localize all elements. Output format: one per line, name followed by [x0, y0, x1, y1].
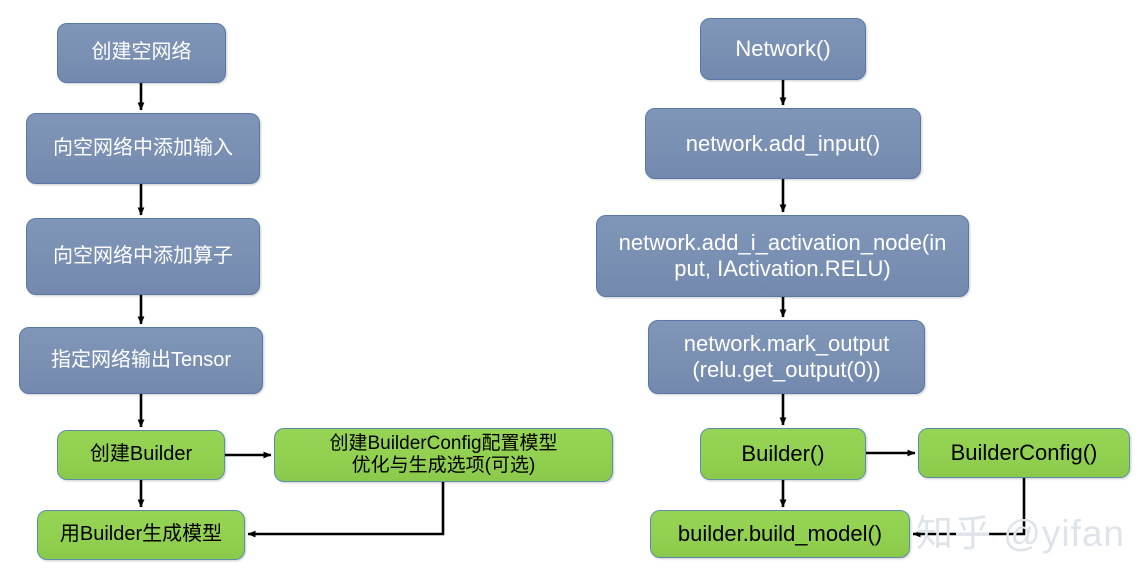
node-add-input[interactable]: 向空网络中添加输入: [26, 113, 260, 184]
node-network-mark-output[interactable]: network.mark_output (relu.get_output(0)): [648, 320, 925, 394]
node-create-builder[interactable]: 创建Builder: [57, 430, 225, 480]
node-network-ctor[interactable]: Network(): [700, 18, 866, 80]
node-build-model-with-builder[interactable]: 用Builder生成模型: [37, 510, 245, 560]
node-create-builder-config[interactable]: 创建BuilderConfig配置模型 优化与生成选项(可选): [274, 428, 613, 482]
node-network-add-input[interactable]: network.add_input(): [645, 108, 921, 179]
connector-builder-config-to-build-model: [247, 482, 445, 538]
node-builder-config-ctor[interactable]: BuilderConfig(): [918, 428, 1130, 478]
node-builder-build-model[interactable]: builder.build_model(): [650, 510, 910, 558]
node-add-operator[interactable]: 向空网络中添加算子: [26, 218, 260, 295]
node-mark-output-tensor[interactable]: 指定网络输出Tensor: [19, 327, 263, 394]
watermark: 知乎 @yifan: [916, 513, 1125, 554]
node-builder-ctor[interactable]: Builder(): [700, 428, 866, 480]
node-create-empty-network[interactable]: 创建空网络: [57, 23, 226, 83]
node-network-add-activation[interactable]: network.add_i_activation_node(in put, IA…: [596, 215, 969, 297]
